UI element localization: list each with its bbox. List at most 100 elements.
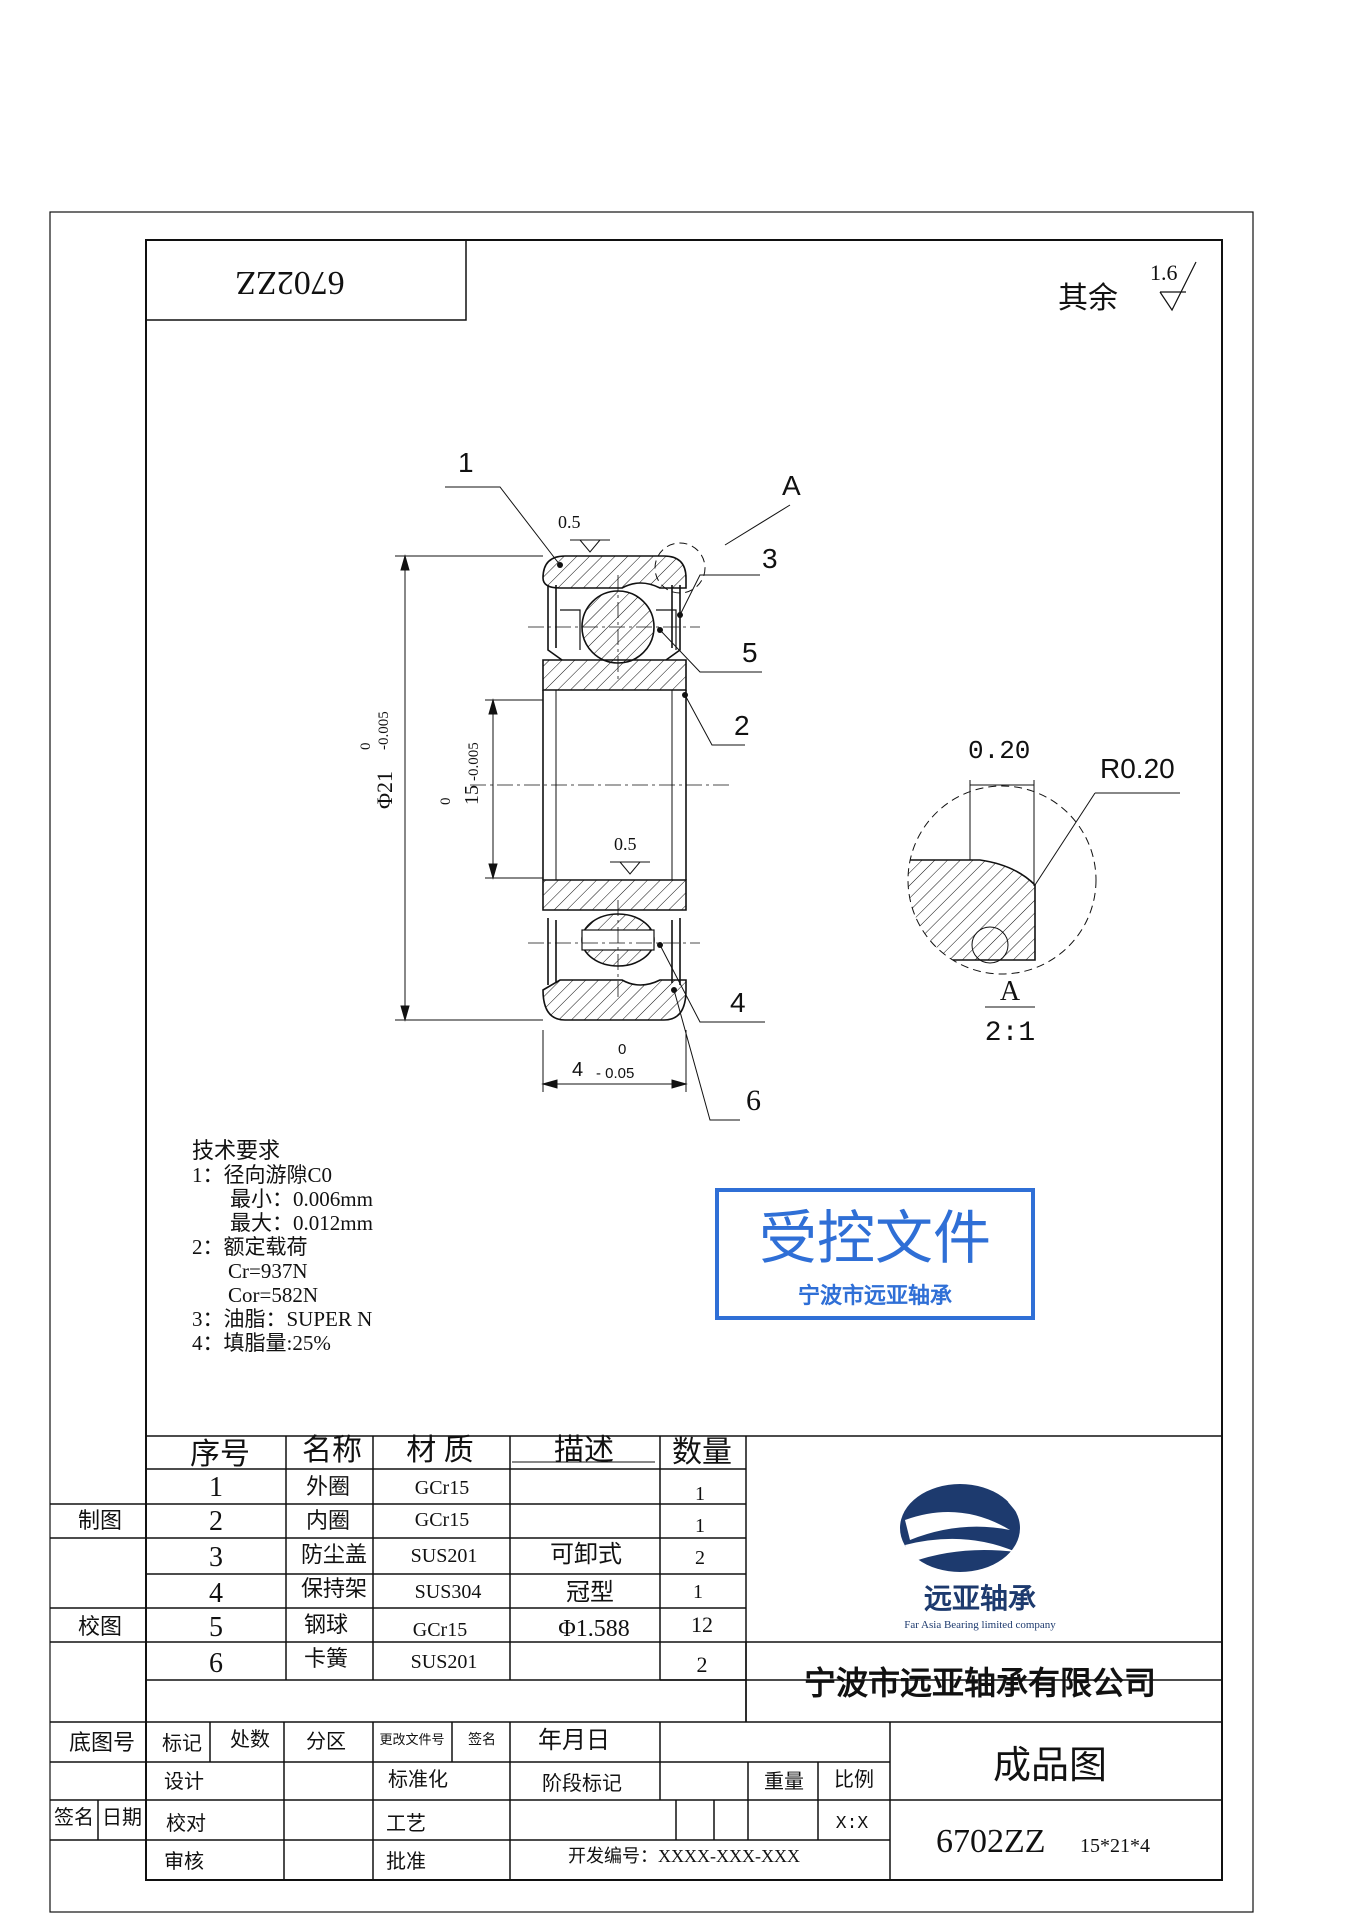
bom-row-2-material: GCr15 <box>415 1509 469 1531</box>
shield-left-top <box>547 585 563 661</box>
outer-dia-upper: 0 <box>358 743 374 751</box>
bom-row-3-material: SUS201 <box>411 1545 478 1567</box>
outer-dia-lower: -0.005 <box>376 711 392 750</box>
company-name: 宁波市远亚轴承有限公司 <box>804 1665 1156 1701</box>
bom-table-grid <box>146 1435 1222 1722</box>
width-text: 4 <box>572 1059 583 1081</box>
bom-row-1-material: GCr15 <box>415 1477 469 1499</box>
tb-audit: 审核 <box>164 1850 204 1873</box>
dimension-texts: 0.5 0.5 Φ21 0 -0.005 15 0 -0.005 4 0 - 0… <box>358 512 637 1082</box>
detail-texts: 0.20 R0.20 A 2:1 <box>968 736 1175 1049</box>
tech-line-5: Cr=937N <box>228 1259 308 1283</box>
outer-dia-text: Φ21 <box>372 771 397 809</box>
label-drawn: 制图 <box>78 1508 122 1533</box>
tb-scale-value: X:X <box>836 1814 869 1834</box>
tech-line-4: 2：额定载荷 <box>192 1235 308 1259</box>
logo-name: 远亚轴承 <box>924 1583 1036 1614</box>
tb-dev-no: 开发编号：XXXX-XXX-XXX <box>568 1846 800 1866</box>
bom-row-5-desc: Φ1.588 <box>558 1616 630 1642</box>
clearance-inner-text: 0.5 <box>614 834 637 854</box>
tb-scale-label: 比例 <box>834 1768 874 1791</box>
bom-row-5-material: GCr15 <box>413 1619 467 1641</box>
callout-3: 3 <box>762 543 778 574</box>
inner-ring-bottom <box>542 879 687 911</box>
bom-row-1-qty: 1 <box>695 1483 705 1505</box>
table-row: 6 卡簧 SUS201 2 <box>209 1646 708 1679</box>
bom-header-qty: 数量 <box>672 1436 732 1469</box>
tb-ymd: 年月日 <box>538 1727 610 1754</box>
tb-standard: 标准化 <box>388 1768 448 1791</box>
tech-requirements: 技术要求 1：径向游隙C0 最小：0.006mm 最大：0.012mm 2：额定… <box>192 1138 373 1355</box>
inner-dia-text: 15 <box>461 785 483 805</box>
logo-subtitle: Far Asia Bearing limited company <box>904 1619 1056 1631</box>
label-checked: 校图 <box>78 1614 122 1639</box>
inner-dia-lower: -0.005 <box>466 742 482 781</box>
tb-approve: 批准 <box>386 1850 426 1873</box>
tb-change-doc: 更改文件号 <box>379 1732 444 1747</box>
tech-line-8: 4：填脂量:25% <box>192 1331 331 1355</box>
detail-scale: 2:1 <box>985 1018 1035 1049</box>
title-box-text: 6702ZZ <box>235 264 345 301</box>
cage-top <box>560 609 677 650</box>
shield-right-top <box>665 585 681 661</box>
tb-weight: 重量 <box>764 1770 804 1793</box>
bom-row-3-name: 防尘盖 <box>301 1542 367 1567</box>
bom-row-4-no: 4 <box>209 1578 223 1609</box>
bom-row-6-qty: 2 <box>697 1652 708 1677</box>
bom-row-6-no: 6 <box>209 1648 223 1679</box>
shield-right-bottom <box>671 918 681 985</box>
inner-dia-upper: 0 <box>438 798 454 806</box>
bom-row-5-name: 钢球 <box>304 1612 348 1637</box>
bom-row-3-no: 3 <box>209 1542 223 1573</box>
label-date: 日期 <box>102 1807 142 1829</box>
callout-2: 2 <box>734 710 750 741</box>
title-box-code: 6702ZZ <box>235 264 345 301</box>
bom-header-no: 序号 <box>190 1438 250 1471</box>
bom-row-4-name: 保持架 <box>301 1576 367 1601</box>
outer-ring-top <box>542 555 687 589</box>
clearance-top-text: 0.5 <box>558 512 581 532</box>
surface-roughness: 其余 1.6 <box>1058 260 1197 315</box>
table-row: 1 外圈 GCr15 1 <box>209 1472 705 1505</box>
tech-line-2: 最小：0.006mm <box>230 1187 373 1211</box>
label-sign: 签名 <box>54 1806 94 1829</box>
title-block-texts: 标记 处数 分区 更改文件号 签名 年月日 设计 标准化 阶段标记 重量 比例 … <box>162 1727 1150 1873</box>
table-row: 4 保持架 SUS304 冠型 1 <box>209 1576 703 1609</box>
tb-stage: 阶段标记 <box>542 1772 622 1795</box>
inner-ring-top <box>542 659 687 691</box>
dimension-lines <box>395 539 688 1092</box>
outer-ring-bottom <box>542 979 687 1021</box>
tb-mark: 标记 <box>162 1732 202 1755</box>
roughness-label: 其余 <box>1058 282 1118 315</box>
table-row: 3 防尘盖 SUS201 可卸式 2 <box>209 1541 705 1573</box>
table-row: 2 内圈 GCr15 1 <box>209 1506 705 1537</box>
callout-a: A <box>782 470 801 501</box>
label-base-no: 底图号 <box>69 1730 135 1755</box>
controlled-document-stamp: 受控文件 宁波市远亚轴承 <box>715 1188 1035 1320</box>
detail-chamfer: 0.20 <box>968 736 1030 766</box>
bom-row-4-desc: 冠型 <box>566 1579 614 1606</box>
detail-radius: R0.20 <box>1100 753 1175 784</box>
width-upper: 0 <box>618 1041 626 1058</box>
bom-header-desc: 描述 <box>554 1434 614 1467</box>
left-label-column <box>50 1503 1222 1841</box>
tb-drawing-type: 成品图 <box>993 1745 1107 1787</box>
tech-line-1: 1：径向游隙C0 <box>192 1163 332 1187</box>
tech-title: 技术要求 <box>192 1138 280 1163</box>
bom-row-6-material: SUS201 <box>411 1651 478 1673</box>
stamp-sub: 宁波市远亚轴承 <box>798 1283 952 1308</box>
bom-row-4-material: SUS304 <box>415 1581 482 1603</box>
bom-row-5-qty: 12 <box>691 1612 713 1637</box>
table-row: 5 钢球 GCr15 Φ1.588 12 <box>209 1612 713 1643</box>
bom-row-6-name: 卡簧 <box>304 1646 348 1671</box>
detail-label: A <box>1000 976 1021 1007</box>
tech-line-3: 最大：0.012mm <box>230 1211 373 1235</box>
callout-6: 6 <box>746 1084 761 1117</box>
callout-leaders <box>445 486 791 1121</box>
left-labels: 制图 校图 底图号 签名 日期 <box>54 1508 142 1829</box>
tb-process: 工艺 <box>386 1812 426 1835</box>
bom-row-4-qty: 1 <box>693 1581 703 1603</box>
stamp-main: 受控文件 <box>759 1206 991 1271</box>
